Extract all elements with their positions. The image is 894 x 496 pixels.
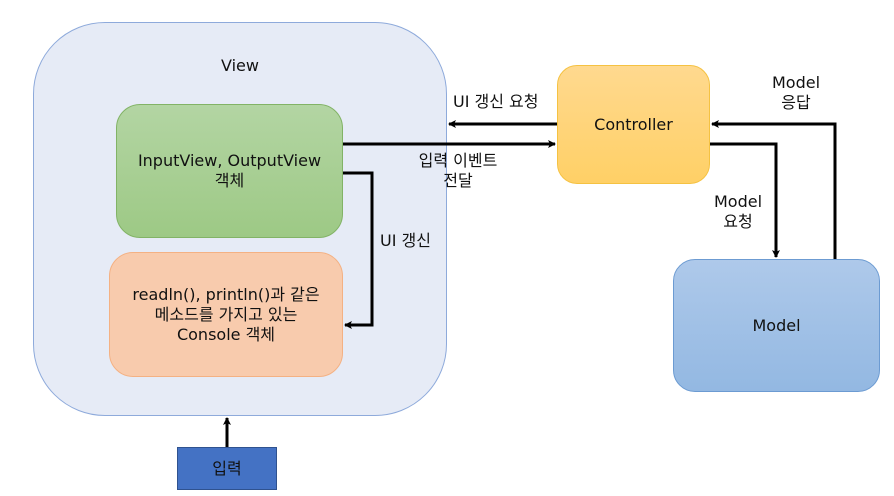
edge-model-response	[711, 120, 837, 259]
edge-label-model-request: Model 요청	[710, 192, 766, 232]
input-output-view-label-line1: InputView, OutputView	[137, 151, 322, 170]
edge-model-request	[710, 142, 780, 258]
input-output-view-label-line2: 객체	[214, 171, 245, 190]
edge-label-model-response-line1: Model	[771, 73, 821, 92]
edge-label-ui-update-request: UI 갱신 요청	[453, 92, 539, 111]
model-node: Model	[673, 259, 880, 392]
input-output-view-node: InputView, OutputView 객체	[116, 104, 343, 238]
console-node: readln(), println()과 같은 메소드를 가지고 있는 Cons…	[109, 252, 343, 377]
edge-label-model-response: Model 응답	[768, 73, 824, 113]
model-label: Model	[752, 315, 801, 335]
console-label-line1: readln(), println()과 같은	[132, 284, 320, 304]
controller-node: Controller	[557, 65, 710, 184]
edge-label-model-response-line2: 응답	[781, 93, 811, 112]
controller-label: Controller	[594, 114, 673, 134]
view-title: View	[221, 56, 259, 75]
edge-label-input-event-line1: 입력 이벤트	[418, 151, 498, 170]
input-label: 입력	[212, 458, 242, 478]
console-label-line2: 메소드를 가지고 있는	[154, 304, 298, 324]
edge-ui-update	[343, 171, 374, 329]
console-label-line3: Console 객체	[176, 324, 276, 344]
edge-label-ui-update: UI 갱신	[380, 231, 431, 250]
edge-label-model-request-line2: 요청	[723, 212, 753, 231]
edge-label-input-event-line2: 전달	[443, 171, 473, 190]
input-node: 입력	[177, 447, 277, 490]
edge-label-model-request-line1: Model	[713, 192, 763, 211]
edge-label-input-event-delivery: 입력 이벤트 전달	[408, 151, 508, 191]
